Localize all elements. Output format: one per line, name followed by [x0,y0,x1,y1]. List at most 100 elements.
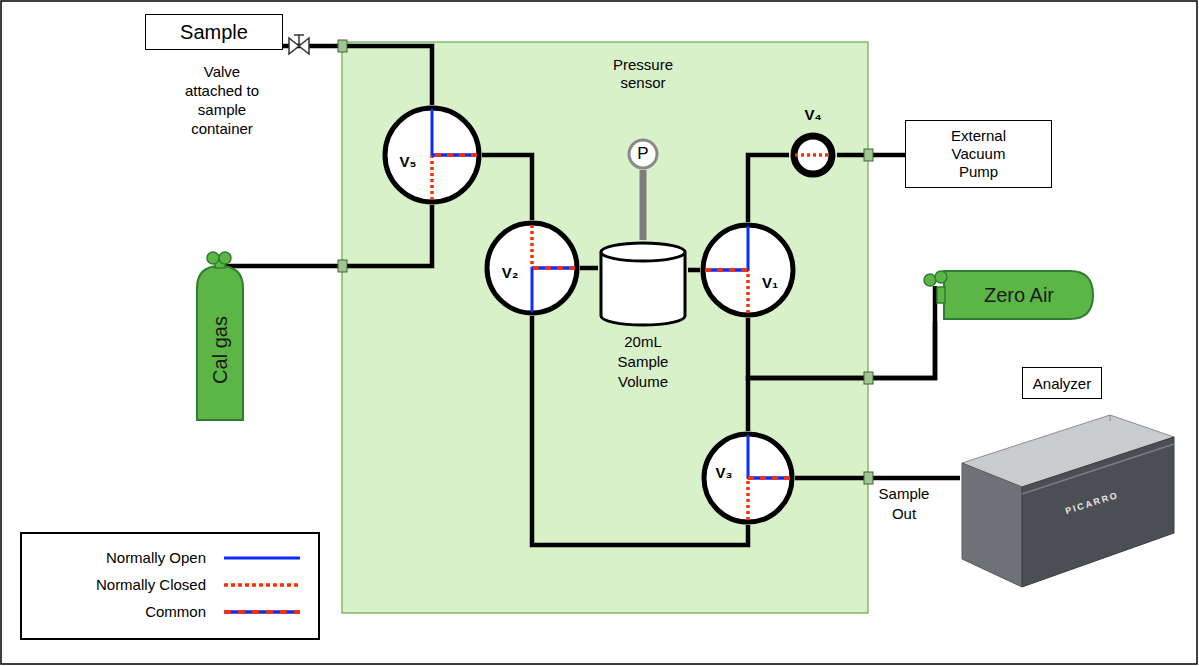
bulkhead-fitting [864,149,873,161]
valve-v2: V₂ [484,220,580,316]
regulator-knob [219,252,231,264]
common-path [432,153,477,157]
valve-circle [487,223,577,313]
manual-valve-symbol [299,38,309,54]
valve-label: V₃ [716,464,733,481]
zero-air-cylinder: Zero Air [922,268,1096,322]
common-path [748,476,790,480]
regulator-knob [935,271,947,283]
cylinder-body [944,271,1093,319]
valve-ring [794,136,832,174]
normally-closed-path [795,153,831,157]
cylinder-label: Zero Air [984,284,1054,307]
common-path [705,268,748,272]
normally-closed-path [430,155,434,200]
cylinder-neck [937,287,945,303]
legend-sample [222,602,302,622]
normally-open-path [531,268,534,311]
instrument-bezel [1022,444,1174,494]
pipe-line [248,205,432,266]
normally-open-path [747,227,750,270]
regulator-knob [207,252,219,264]
pipe-line [482,155,532,220]
bulkhead-fitting [338,260,347,272]
common-path [705,268,748,272]
note-text: Valve attached to sample container [176,62,268,138]
vessel-body [601,252,685,325]
analyzer: AnalyzerPICARRO [960,365,1176,593]
pipe-line [580,266,598,271]
vessel-top [601,243,685,261]
valve-v1: V₁ [700,222,796,318]
valve-handle [298,35,300,46]
valve-label: V₄ [804,106,821,123]
pipe-line [283,46,432,105]
common-sample [224,610,300,614]
normally-open-sample [224,557,300,560]
valve-label: V₂ [502,264,519,281]
normally-closed-path [746,270,750,313]
normally-closed-path [746,478,750,520]
sample-box: Sample [145,14,283,50]
pipe-line [688,268,700,273]
valve-body [789,131,837,179]
legend-text: Normally Closed [28,575,206,595]
valve-body [700,222,796,318]
common-path [532,266,575,270]
valve-circle [385,108,479,202]
instrument-edge [1110,415,1111,421]
legend-text: Common [28,602,206,622]
normally-closed-sample [224,583,300,587]
gauge-letter: P [637,144,648,164]
common-path [748,476,790,480]
gauge-circle [629,140,657,168]
instrument-side [962,463,1022,587]
normally-closed-path [530,225,534,268]
instrument-front [1022,437,1174,587]
sample-volume-vessel [598,240,688,328]
analyzer-label-box: Analyzer [1022,367,1102,399]
pipe-label: Sample Out [872,484,936,524]
valve-body [382,105,482,205]
valve-v5: V₅ [382,105,482,205]
valve-label: V₁ [762,274,778,291]
valve-label: V₅ [400,153,417,170]
pipe-line [748,318,935,378]
legend-box: Normally OpenNormally ClosedCommon [20,532,320,640]
common-path [432,153,477,157]
normally-open-path [431,110,434,155]
regulator-knob [924,274,936,286]
pipe-line [748,155,789,222]
manifold-panel [342,42,868,613]
bulkhead-fitting [864,372,873,384]
box-label: External Vacuum Pump [939,127,1019,181]
valve-v3: V₃ [701,431,795,525]
box-label: Sample [180,20,248,44]
cal-gas-cylinder: Cal gas [192,250,248,422]
vacuum-pump-box: External Vacuum Pump [905,120,1052,188]
legend-sample [222,548,302,568]
legend-sample [222,575,302,595]
analyzer-instrument [960,365,1176,593]
pressure-sensor: Pressure sensorP [588,52,698,170]
pipe-line [748,322,935,431]
analyzer-label: Analyzer [1033,375,1091,392]
pipe-line [640,170,647,240]
legend-text: Normally Open [28,548,206,568]
common-path [532,266,575,270]
cylinder-label: Cal gas [209,316,232,384]
bulkhead-fitting [864,472,873,484]
sensor-heading: Pressure sensor [603,56,683,92]
vessel-label: 20mL Sample Volume [607,332,679,392]
valve-handle [294,34,304,36]
valve-circle [704,434,792,522]
valve-body [701,431,795,525]
valve-body [484,220,580,316]
normally-open-path [747,436,750,478]
sample-volume: 20mL Sample Volume [598,240,688,400]
bulkhead-fitting [338,40,347,52]
valve-circle [703,225,793,315]
